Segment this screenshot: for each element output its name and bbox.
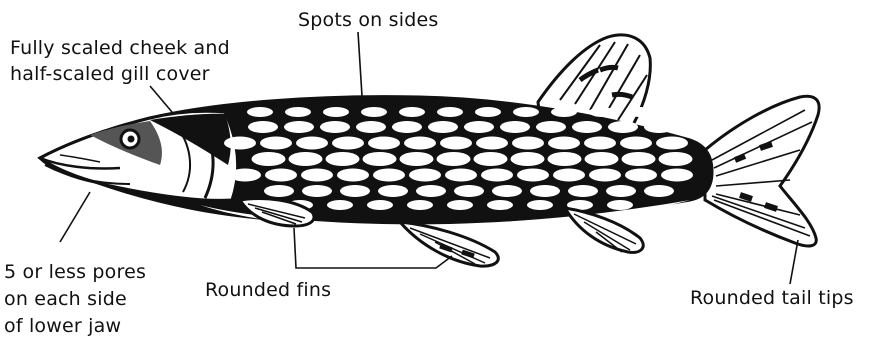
spot [229,169,261,182]
spot [224,137,256,150]
spot [399,107,425,117]
spot [326,152,360,166]
spot [500,121,530,133]
spot [404,137,436,150]
spot [553,169,585,182]
spot [445,169,477,182]
spot [447,200,473,210]
pores-leader-line [60,192,90,242]
spot [548,137,580,150]
spot [368,137,400,150]
spot [585,152,619,166]
spot [337,169,369,182]
spot [584,137,616,150]
tail-fin [705,96,819,246]
spot [356,121,386,133]
spot [373,169,405,182]
tail-leader-line [790,240,798,284]
spot [264,185,294,197]
spot [487,200,513,210]
spot [527,200,553,210]
spot [454,185,484,197]
spot [536,121,566,133]
spot [332,137,364,150]
spot [367,200,393,210]
spot [437,152,471,166]
spot [340,185,370,197]
label-rounded-tail-tips: Rounded tail tips [690,286,854,311]
spot [627,107,653,117]
spot [492,185,522,197]
spot [622,152,656,166]
spot [247,107,273,117]
spot [301,169,333,182]
spot [511,152,545,166]
spot [551,107,577,117]
spot [644,185,674,197]
spot [265,169,297,182]
spot [285,107,311,117]
spot [260,137,292,150]
spot [363,152,397,166]
spot [607,200,633,210]
spot [625,169,657,182]
spot [320,121,350,133]
spot [400,152,434,166]
spot [416,185,446,197]
spot [548,152,582,166]
label-rounded-fins: Rounded fins [205,278,331,303]
label-spots-on-sides: Spots on sides [298,8,438,33]
spot [361,107,387,117]
spot [296,137,328,150]
spot [323,107,349,117]
spot [517,169,549,182]
spot [409,169,441,182]
spot [659,152,693,166]
spot [289,152,323,166]
label-cheek-line2: half-scaled gill cover [10,62,210,87]
spot [407,200,433,210]
spot [428,121,458,133]
spot [302,185,332,197]
spot [589,169,621,182]
spot [327,200,353,210]
label-pores-line3: of lower jaw [4,314,121,339]
spot [512,137,544,150]
label-pores-line2: on each side [4,287,127,312]
spot [608,121,638,133]
spot [392,121,422,133]
spot [284,121,314,133]
spot [656,137,688,150]
spot [606,185,636,197]
spot [252,152,286,166]
spot [589,107,615,117]
label-pores-line1: 5 or less pores [4,260,146,285]
spot [513,107,539,117]
pelvic-fin [400,222,498,266]
spot [661,169,693,182]
spot [378,185,408,197]
spot [530,185,560,197]
spot [568,185,598,197]
spot [644,121,674,133]
spot [437,107,463,117]
spot [476,137,508,150]
spot [620,137,652,150]
spot [481,169,513,182]
spots-leader-line [358,32,362,96]
spot [464,121,494,133]
cheek-leader-line [150,86,172,112]
label-cheek-line1: Fully scaled cheek and [10,36,230,61]
spot [475,107,501,117]
spot [248,121,278,133]
spot [440,137,472,150]
spot [572,121,602,133]
spot [474,152,508,166]
